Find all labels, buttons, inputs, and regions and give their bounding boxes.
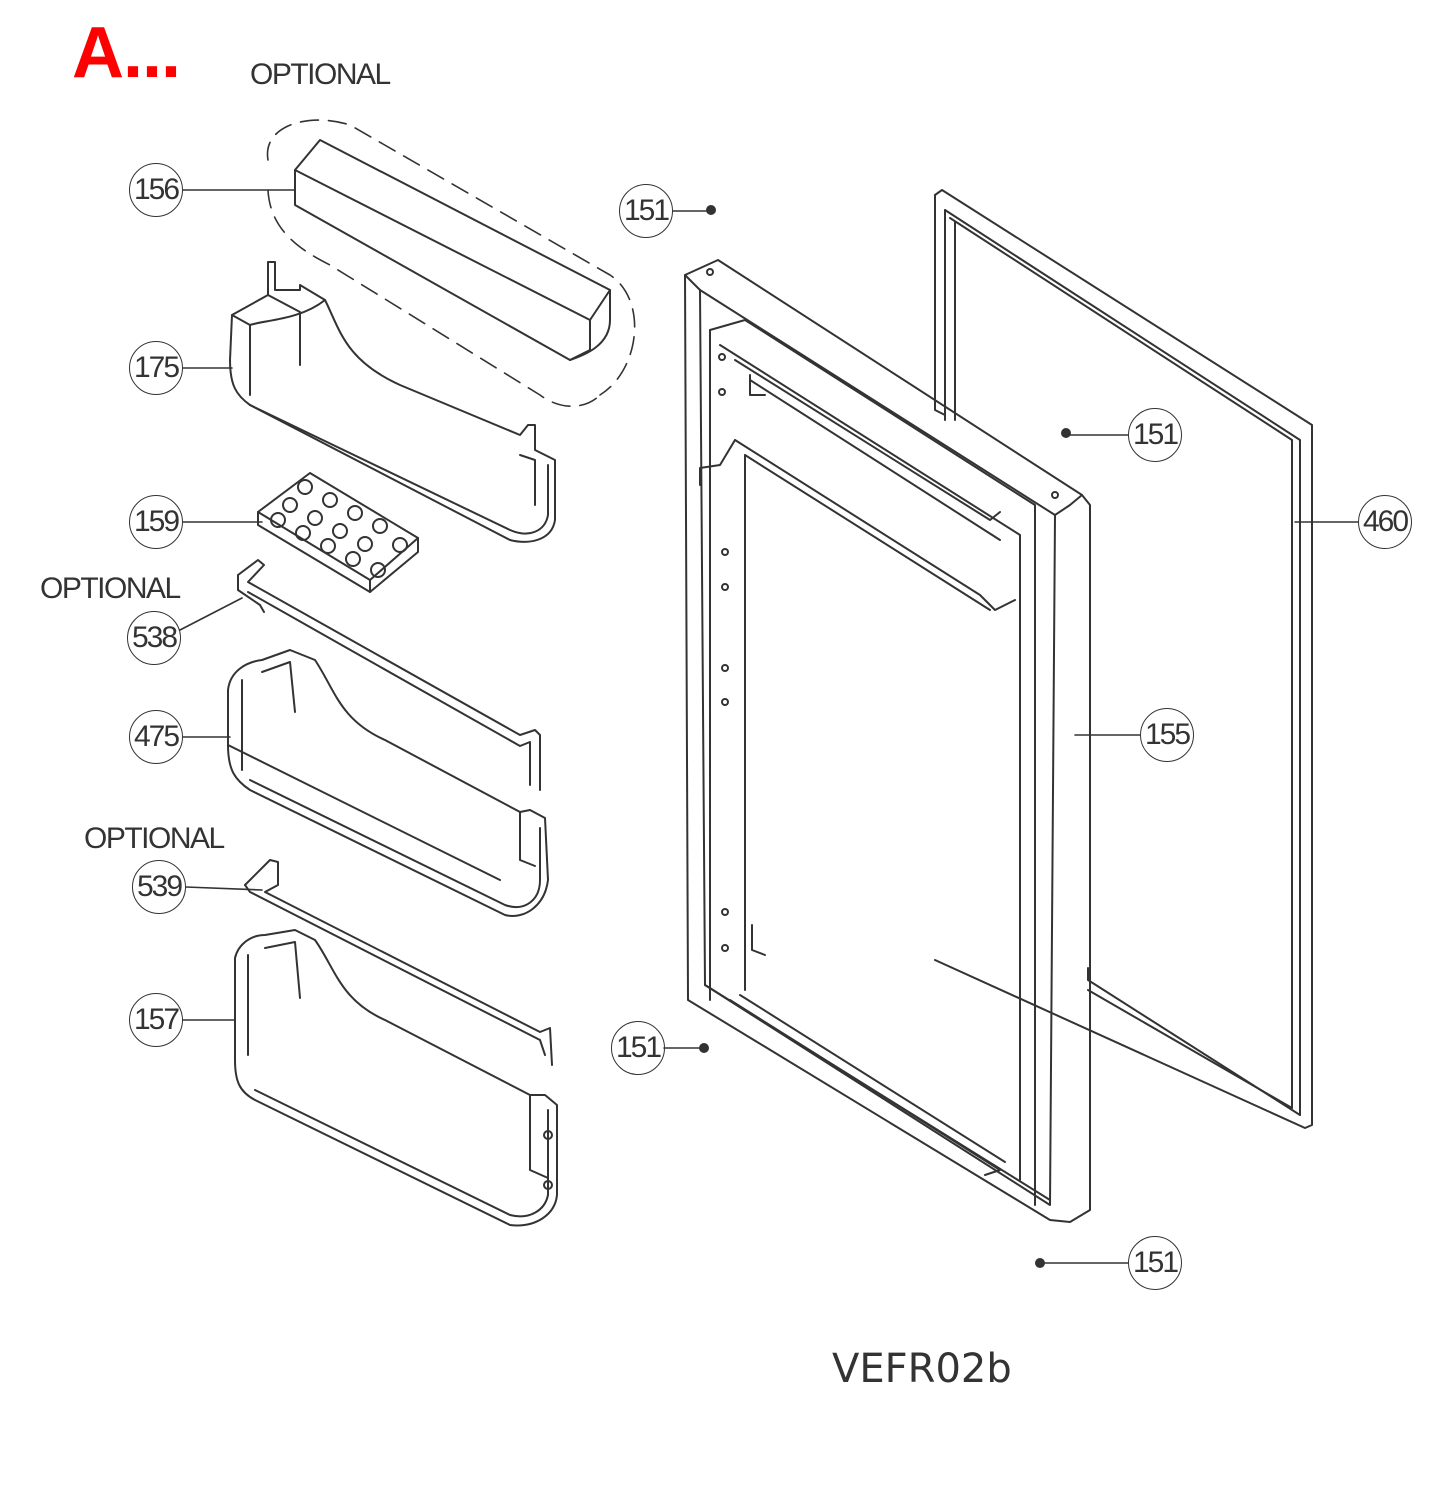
part-175-shelf	[229, 261, 556, 543]
optional-label-538: OPTIONAL	[40, 572, 181, 605]
callout-151-top: 151	[619, 184, 673, 238]
callout-475: 475	[129, 710, 183, 764]
callout-460: 460	[1358, 495, 1412, 549]
part-157-shelf	[234, 929, 558, 1227]
screws	[699, 205, 1071, 1268]
section-label: A...	[72, 13, 181, 93]
callout-155: 155	[1140, 708, 1194, 762]
callout-151-bottom: 151	[1128, 1236, 1182, 1290]
diagram-caption: VEFR02b	[832, 1346, 1012, 1392]
callout-151-mid: 151	[611, 1021, 665, 1075]
optional-label-539: OPTIONAL	[84, 822, 225, 855]
callout-175: 175	[129, 341, 183, 395]
callout-159: 159	[129, 495, 183, 549]
part-460-gasket	[934, 189, 1313, 1129]
part-475-shelf	[227, 649, 549, 917]
part-159-egg-tray	[257, 472, 419, 593]
part-155-door-liner	[684, 259, 1091, 1223]
part-538-wire-bar	[237, 559, 541, 791]
part-156-cover	[266, 119, 636, 407]
part-539-wire-bar	[244, 859, 553, 1066]
optional-label-156: OPTIONAL	[250, 58, 391, 91]
callout-151-right: 151	[1128, 408, 1182, 462]
callout-538: 538	[127, 611, 181, 665]
callout-539: 539	[132, 860, 186, 914]
callout-157: 157	[129, 993, 183, 1047]
callout-156: 156	[129, 163, 183, 217]
leader-lines	[179, 189, 1359, 1264]
